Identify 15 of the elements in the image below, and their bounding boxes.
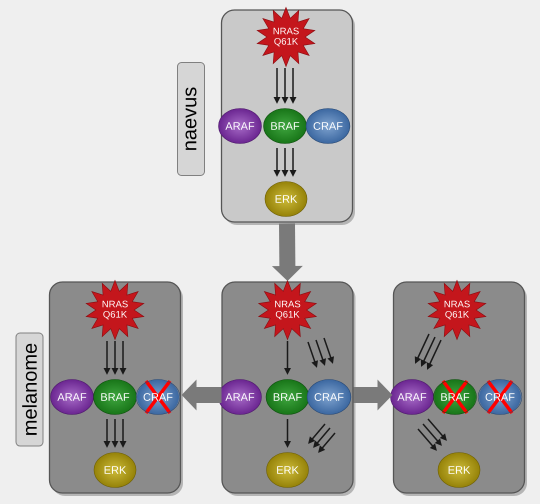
- oval-node: BRAF: [263, 108, 307, 144]
- oval-node: BRAF: [93, 379, 137, 415]
- oval-node: BRAF: [266, 379, 310, 415]
- oval-node: CRAF: [306, 108, 350, 144]
- oval-node: ARAF: [390, 379, 434, 415]
- oval-node: ERK: [266, 452, 309, 488]
- oval-node: CRAF: [306, 379, 352, 415]
- oval-node: ARAF: [218, 108, 262, 144]
- oval-node: ARAF: [50, 379, 94, 415]
- side-tab: naevus: [177, 62, 205, 176]
- side-tab: melanome: [16, 332, 44, 446]
- oval-node: ERK: [264, 181, 308, 217]
- oval-node: ERK: [94, 452, 136, 488]
- oval-node: ARAF: [218, 379, 262, 415]
- oval-node: ERK: [438, 452, 480, 488]
